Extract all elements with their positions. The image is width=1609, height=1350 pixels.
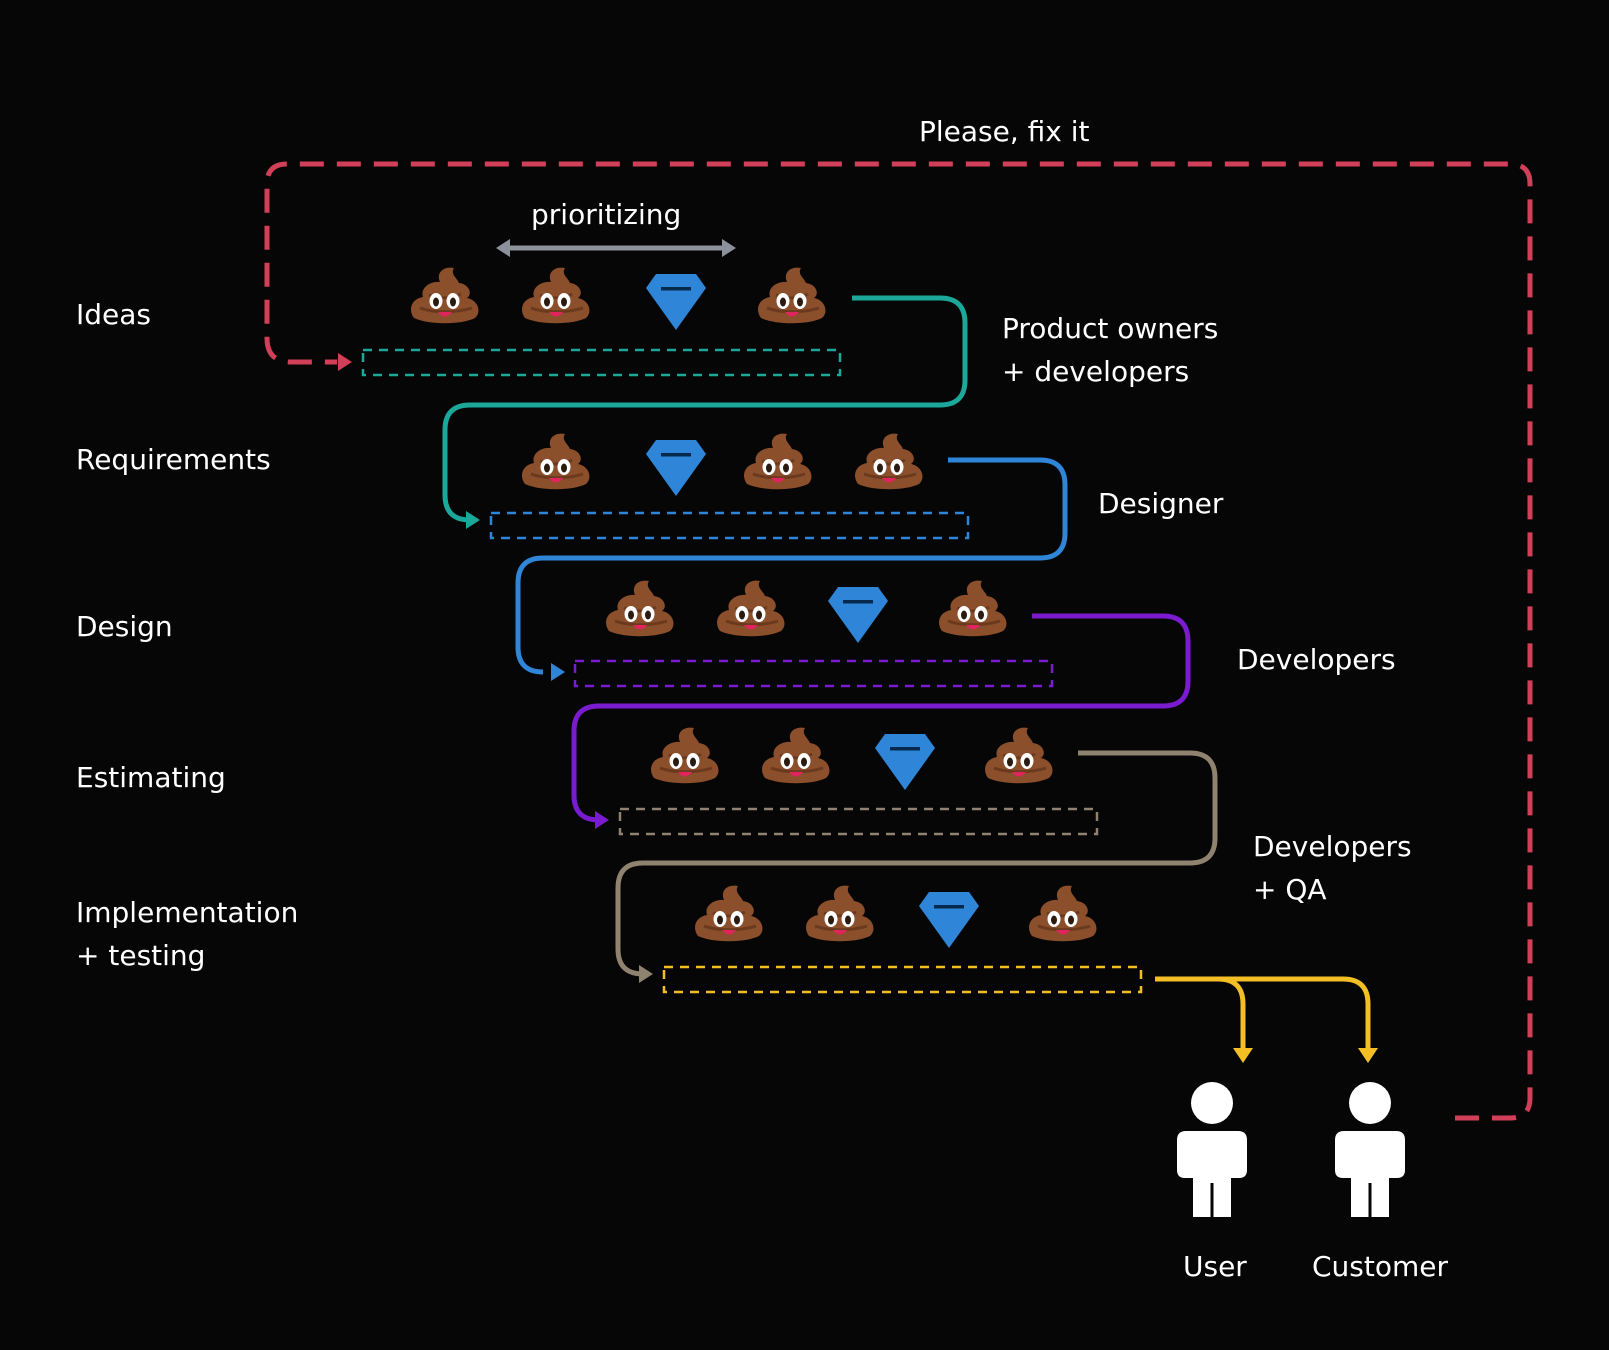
stage-connector-arrowhead-1 bbox=[466, 511, 480, 529]
stage-connector-4 bbox=[615, 750, 1218, 977]
stage-box-5 bbox=[662, 965, 1143, 994]
feedback-loop-path bbox=[264, 161, 1533, 1121]
poop-icon bbox=[604, 579, 675, 638]
stage-connector-1 bbox=[442, 295, 968, 523]
poop-icon bbox=[804, 884, 875, 943]
feedback-arrowhead bbox=[338, 353, 352, 371]
stage-connector-arrowhead-3 bbox=[595, 811, 609, 829]
stage-connector-arrowhead-4 bbox=[639, 965, 653, 983]
poop-icon bbox=[760, 726, 831, 785]
output-arrowhead-customer bbox=[1358, 1048, 1378, 1063]
stage-box-3 bbox=[573, 659, 1054, 688]
poop-icon bbox=[756, 266, 827, 325]
handoff-label-designer: Designer bbox=[1098, 487, 1224, 520]
poop-icon bbox=[520, 432, 591, 491]
recipient-label-user: User bbox=[1183, 1250, 1247, 1283]
stage-connector-3 bbox=[571, 613, 1191, 823]
poop-icon bbox=[853, 432, 924, 491]
poop-icon bbox=[1027, 884, 1098, 943]
output-arrowhead-user bbox=[1233, 1048, 1253, 1063]
prioritizing-arrowhead-right bbox=[722, 239, 736, 257]
poop-icon bbox=[715, 579, 786, 638]
person-icon-user bbox=[1177, 1082, 1247, 1217]
diamond-icon bbox=[875, 734, 935, 790]
prioritizing-label: prioritizing bbox=[531, 198, 682, 231]
diamond-icon bbox=[646, 440, 706, 496]
diamond-icon bbox=[646, 274, 706, 330]
handoff-label-product-owners: Product owners + developers bbox=[1002, 312, 1219, 388]
diamond-icon bbox=[828, 587, 888, 643]
stage-label-design: Design bbox=[76, 610, 173, 643]
poop-icon bbox=[937, 579, 1008, 638]
poop-icon bbox=[693, 884, 764, 943]
person-icon-customer bbox=[1335, 1082, 1405, 1217]
diamond-icon bbox=[919, 892, 979, 948]
stage-connector-arrowhead-2 bbox=[551, 663, 565, 681]
prioritizing-arrowhead-left bbox=[496, 239, 510, 257]
output-arrow-customer bbox=[1218, 976, 1371, 1048]
stage-connector-2 bbox=[515, 457, 1068, 675]
poop-icon bbox=[983, 726, 1054, 785]
recipient-label-customer: Customer bbox=[1312, 1250, 1449, 1283]
output-arrow-user bbox=[1155, 976, 1246, 1048]
stage-label-ideas: Ideas bbox=[76, 298, 152, 331]
poop-icon bbox=[409, 266, 480, 325]
stage-label-estimating: Estimating bbox=[76, 761, 226, 794]
stage-label-implementation: Implementation + testing bbox=[76, 896, 299, 972]
stage-box-4 bbox=[618, 807, 1099, 836]
poop-icon bbox=[649, 726, 720, 785]
poop-icon bbox=[742, 432, 813, 491]
poop-icon bbox=[520, 266, 591, 325]
handoff-label-developers-qa: Developers + QA bbox=[1253, 830, 1412, 906]
handoff-label-developers: Developers bbox=[1237, 643, 1396, 676]
stage-label-requirements: Requirements bbox=[76, 443, 271, 476]
stage-box-2 bbox=[489, 511, 970, 540]
stage-box-1 bbox=[361, 348, 842, 377]
feedback-label: Please, fix it bbox=[919, 115, 1090, 148]
